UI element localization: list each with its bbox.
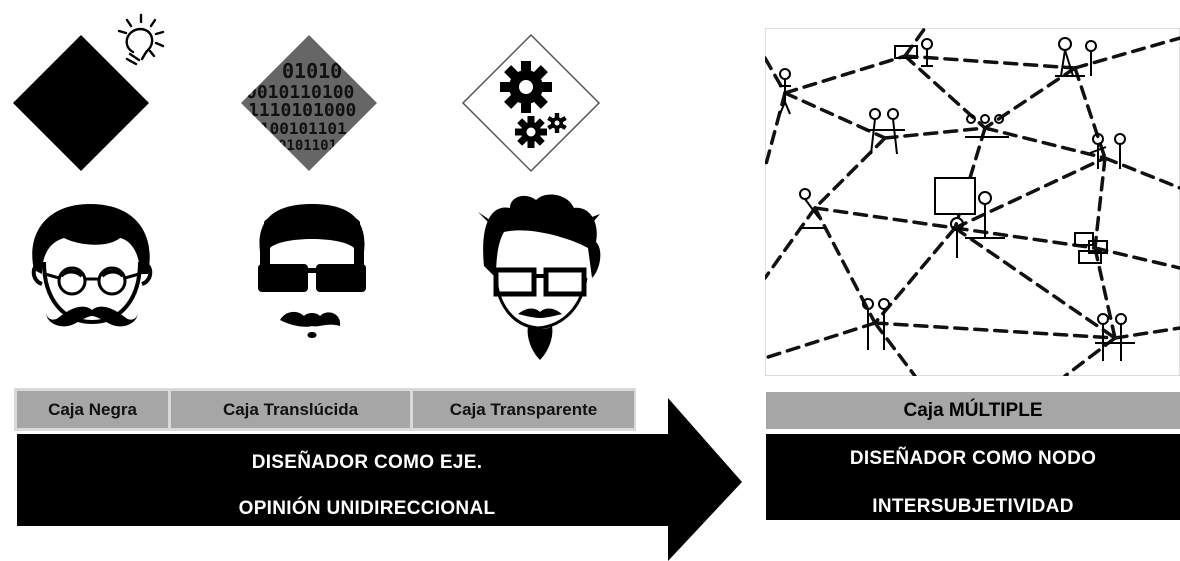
multiple-box	[766, 434, 1180, 520]
label-caja-negra: Caja Negra	[17, 391, 168, 428]
binary-diamond-icon: 01010 0010110100 1110101000 100101101 01…	[241, 35, 377, 171]
lightbulb-icon	[117, 13, 165, 66]
multiple-line-1: DISEÑADOR COMO NODO	[849, 448, 1097, 469]
designer-rectangle-glasses-icon	[478, 194, 601, 360]
label-caja-translucida: Caja Translúcida	[171, 391, 410, 428]
arrow-line-2: OPINIÓN UNIDIRECCIONAL	[238, 498, 496, 519]
designer-round-glasses-icon	[31, 204, 153, 327]
arrow-line-1: DISEÑADOR COMO EJE.	[251, 452, 483, 473]
network-people-illustration	[765, 28, 1180, 376]
label-caja-transparente: Caja Transparente	[413, 391, 634, 428]
binary-row: 0101101	[278, 138, 337, 154]
binary-row: 1110101000	[248, 100, 356, 121]
binary-row: 01010	[282, 59, 342, 83]
gears-diamond-icon	[461, 33, 601, 173]
designer-sunglasses-icon	[258, 204, 366, 338]
binary-row: 0010110100	[246, 82, 354, 103]
multiple-line-2: INTERSUBJETIVIDAD	[872, 496, 1074, 517]
binary-row: 100101101	[260, 119, 347, 138]
direction-arrow	[17, 398, 742, 561]
black-diamond-icon	[13, 35, 149, 171]
label-caja-multiple: Caja MÚLTIPLE	[766, 392, 1180, 429]
